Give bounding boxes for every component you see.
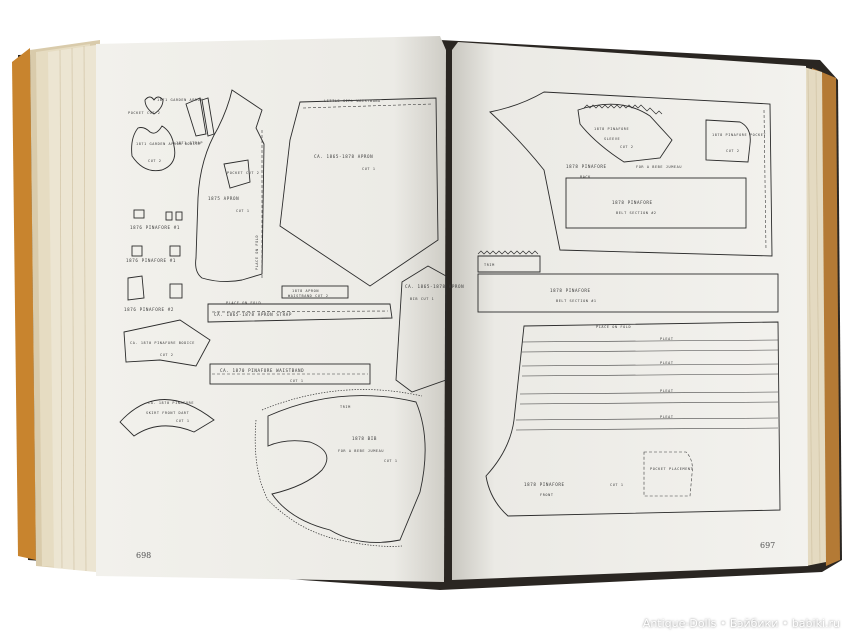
bib-1878-sub: FOR A BEBE JUMEAU [338,449,384,453]
strap-1865-fold [211,310,389,313]
trim-label: TRIM [484,263,495,267]
pinafore-1876-1-label: 1876 PINAFORE #1 [130,225,180,230]
apron-bib-cut: BIB CUT 1 [410,297,434,301]
bib-1878-label: 1878 BIB [352,436,377,441]
back-fold [763,109,767,251]
strap-1871-pattern [185,97,207,137]
pinafore-bodice-label: CA. 1870 PINAFORE BODICE [130,341,195,345]
right-page-number: 697 [760,541,775,550]
waistband-1878-pattern [281,285,349,299]
pinafore-front-pattern [485,321,781,517]
apron-1875-cut: CUT 1 [236,209,250,213]
pinafore1-piece-e [169,245,181,257]
back-label: 1878 PINAFORE [566,164,607,169]
front-cut: CUT 1 [610,483,624,487]
pinafore-back-pattern [489,91,773,257]
belt1-sub: BELT SECTION #1 [556,299,597,303]
apron-main-pattern [279,97,439,287]
back-b: BACK [580,175,591,179]
pinafore-1876-2-label: 1876 PINAFORE #2 [124,307,174,312]
apron-bib-pattern [395,265,447,393]
pleat-label-3: PLEAT [660,389,674,393]
left-page-number: 698 [136,551,151,560]
apron-main-cut: CUT 1 [362,167,376,171]
waistband-1878-label: 1878 APRON [292,289,319,293]
pinafore1-piece-c [175,211,183,221]
pinafore1-piece-d [131,245,143,257]
pinafore-waistband-label: CA. 1870 PINAFORE WAISTBAND [220,368,304,373]
sleeve-label: 1878 PINAFORE [594,127,629,131]
pinafore-1876-1b-label: 1876 PINAFORE #1 [126,258,176,263]
heart-pocket-side-label: POCKET CUT 2 [128,111,161,115]
bib-1878-pattern [267,395,426,543]
pleat-label-1: PLEAT [660,337,674,341]
apron-1875-pattern [195,89,265,283]
pinafore1-piece-a [133,209,145,219]
skirt-front-cut: CUT 1 [176,419,190,423]
pocket-1878-label: 1878 PINAFORE POCKET [712,133,766,137]
skirt-front-sub: SKIRT FRONT DART [146,411,190,415]
pocket-1878-cut: CUT 2 [726,149,740,153]
pocket-1875-label: POCKET CUT 2 [227,171,260,175]
pocket-1875-pattern [223,159,251,189]
sleeve-sub: SLEEVE [604,137,620,141]
pinafore-waistband-pattern [209,363,371,385]
apron-1875-label: 1875 APRON [208,196,239,201]
skirt-front-pattern [119,399,215,437]
left-page-edges [30,40,100,572]
pinafore-waistband-cut: CUT 1 [290,379,304,383]
pinafore-bodice-pattern [123,319,211,367]
heart-pocket-label: 1871 GARDEN APRON [157,98,203,102]
pocket-placement-label: POCKET PLACEMENT [650,467,694,471]
apron-main-title: CA. 1865-1878 APRON [314,154,373,159]
watermark-text: Antique-Dolls • Бэйбики • babiki.ru [642,617,840,630]
apron-bib-label: CA. 1865-1878 APRON [405,284,464,289]
strap-1865-label: CA. 1865-1878 APRON STRAP [214,312,292,317]
left-page [96,36,446,582]
apron-waistband-top-label: LITTLE GIRL WAISTBAND [324,99,381,103]
trim-zigzag [477,250,539,255]
fold-label-1875: PLACE ON FOLD [255,235,259,270]
bib-trim-label: TRIM [340,405,351,409]
right-page [452,42,808,580]
skirt-front-label: CA. 1870 PINAFORE [148,401,194,405]
garden-bodice-label: 1871 GARDEN APRON BODICE [136,142,201,146]
heart-pocket-pattern [144,96,164,115]
front-label: 1878 PINAFORE [524,482,565,487]
belt1-label: 1878 PINAFORE [550,288,591,293]
right-page-patterns: 1878 PINAFORE FOR A BEBE JUMEAU BACK 187… [477,91,781,550]
fold-label-strap: PLACE ON FOLD [226,301,261,305]
bib-1878-cut: CUT 1 [384,459,398,463]
belt2-label: 1878 PINAFORE [612,200,653,205]
sleeve-zigzag [583,104,663,115]
belt2-pattern [565,177,747,229]
front-sub: FRONT [540,493,554,497]
pinafore1-piece-b [165,211,173,221]
strap-1871-label: 1871 STRAP [176,141,203,145]
belt1-pattern [477,273,779,313]
pinafore2-piece-a [127,275,145,301]
strap-1871-piece [201,97,215,137]
garden-bodice-cut: CUT 2 [148,159,162,163]
strap-1865-pattern [207,303,393,323]
apron-main-waistline [302,103,433,109]
garden-bodice-pattern [131,125,176,172]
pleat-label-4: PLEAT [660,415,674,419]
back-sub: FOR A BEBE JUMEAU [636,165,682,169]
pinafore2-piece-b [169,283,183,299]
sleeve-cut: CUT 2 [620,145,634,149]
pocket-placement-pattern [643,451,693,497]
pleat-label-2: PLEAT [660,361,674,365]
trim-strip-pattern [477,255,541,273]
left-page-patterns: 1871 GARDEN APRON POCKET CUT 2 1871 GARD… [119,89,464,560]
belt2-sub: BELT SECTION #2 [616,211,657,215]
pocket-1878-pattern [705,119,751,163]
bib-scallop-edge [254,389,423,547]
sleeve-pattern [577,103,673,163]
waistband-1878-cut: WAISTBAND CUT 2 [288,294,329,298]
front-fold-label: PLACE ON FOLD [596,325,631,329]
pinafore-bodice-cut: CUT 2 [160,353,174,357]
pleat-lines [515,339,779,431]
